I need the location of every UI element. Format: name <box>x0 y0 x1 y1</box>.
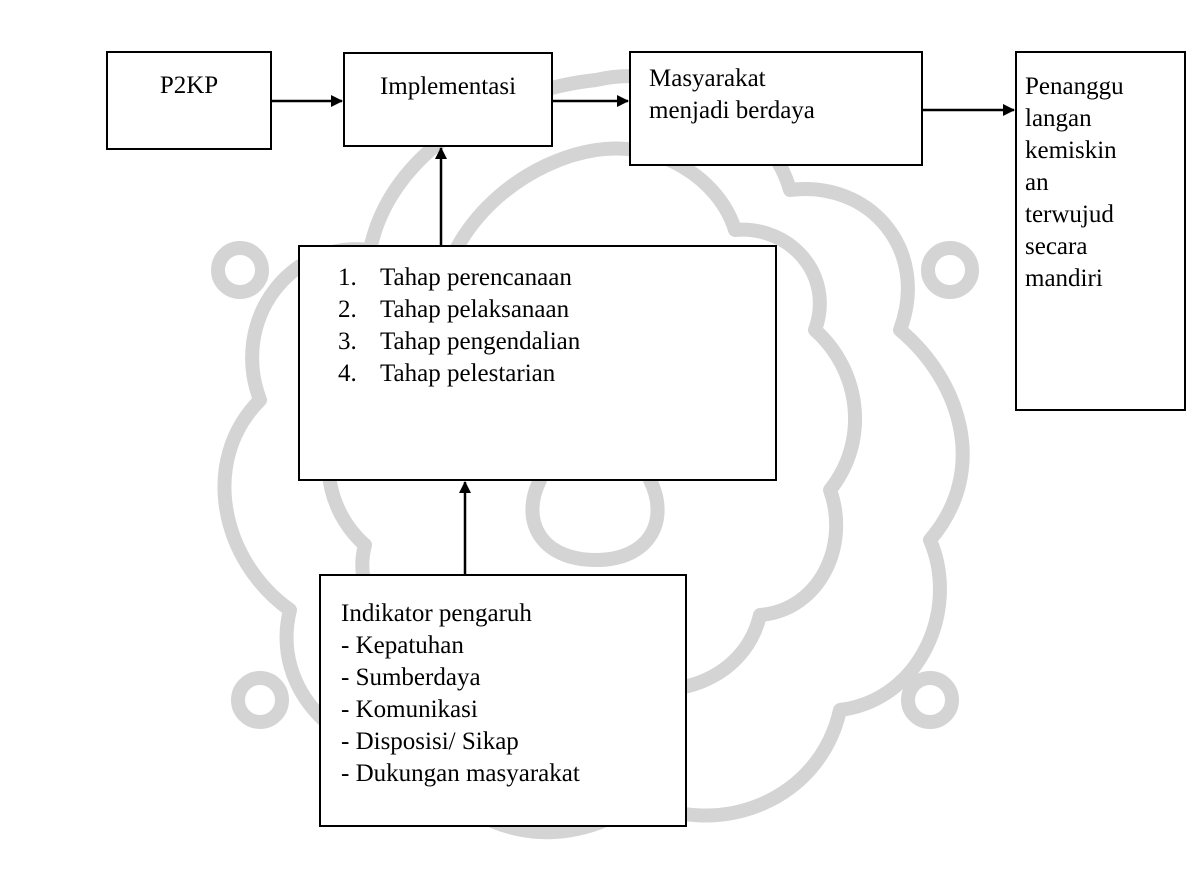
tahap-list-box: 1.Tahap perencanaan 2.Tahap pelaksanaan … <box>298 245 777 481</box>
penanggulangan-line-4: an <box>1025 167 1184 199</box>
masyarakat-label-line-1: Masyarakat <box>649 63 921 95</box>
implementasi-label: Implementasi <box>345 71 551 103</box>
indikator-list: - Kepatuhan - Sumberdaya - Komunikasi - … <box>341 630 685 790</box>
tahap-number: 4. <box>338 358 380 390</box>
p2kp-box: P2KP <box>106 51 272 150</box>
penanggulangan-line-6: secara <box>1025 231 1184 263</box>
tahap-list: 1.Tahap perencanaan 2.Tahap pelaksanaan … <box>338 262 580 390</box>
tahap-text: Tahap pelestarian <box>380 360 555 387</box>
indikator-pengaruh-box: Indikator pengaruh - Kepatuhan - Sumberd… <box>319 574 687 827</box>
masyarakat-label-line-2: menjadi berdaya <box>649 95 921 127</box>
implementasi-box: Implementasi <box>343 52 553 147</box>
penanggulangan-kemiskinan-box: Penanggu langan kemiskin an terwujud sec… <box>1015 51 1186 411</box>
tahap-number: 1. <box>338 262 380 294</box>
indikator-item: - Disposisi/ Sikap <box>341 726 685 758</box>
masyarakat-berdaya-box: Masyarakat menjadi berdaya <box>629 51 923 166</box>
p2kp-label: P2KP <box>108 70 270 102</box>
tahap-number: 2. <box>338 294 380 326</box>
indikator-item: - Dukungan masyarakat <box>341 758 685 790</box>
penanggulangan-line-7: mandiri <box>1025 263 1184 295</box>
tahap-item: 1.Tahap perencanaan <box>338 262 580 294</box>
indikator-item: - Sumberdaya <box>341 662 685 694</box>
tahap-text: Tahap perencanaan <box>380 264 572 291</box>
penanggulangan-line-1: Penanggu <box>1025 71 1184 103</box>
tahap-text: Tahap pelaksanaan <box>380 296 569 323</box>
indikator-item: - Kepatuhan <box>341 630 685 662</box>
indikator-heading: Indikator pengaruh <box>341 598 685 630</box>
penanggulangan-line-3: kemiskin <box>1025 135 1184 167</box>
penanggulangan-line-5: terwujud <box>1025 199 1184 231</box>
tahap-text: Tahap pengendalian <box>380 328 580 355</box>
penanggulangan-line-2: langan <box>1025 103 1184 135</box>
indikator-item: - Komunikasi <box>341 694 685 726</box>
tahap-item: 3.Tahap pengendalian <box>338 326 580 358</box>
tahap-item: 2.Tahap pelaksanaan <box>338 294 580 326</box>
tahap-item: 4.Tahap pelestarian <box>338 358 580 390</box>
tahap-number: 3. <box>338 326 380 358</box>
